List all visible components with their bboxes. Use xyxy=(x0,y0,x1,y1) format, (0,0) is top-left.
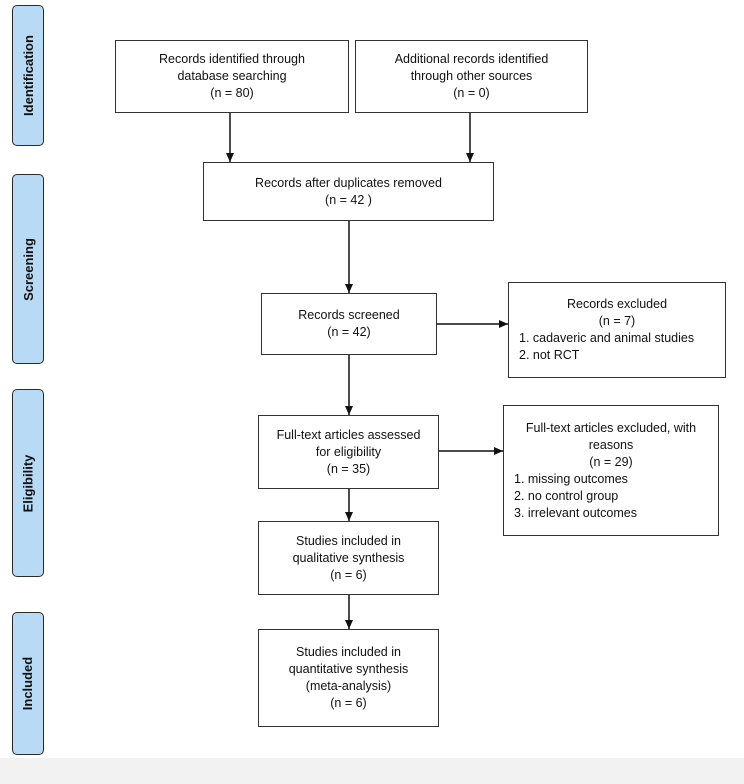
box-db-line1: Records identified through xyxy=(159,52,305,66)
box-screened-count: (n = 42) xyxy=(327,325,371,339)
fulltext-excluded-reason-item: 1. missing outcomes xyxy=(514,471,628,486)
box-records-screened: Records screened (n = 42) xyxy=(261,293,437,355)
phase-included: Included xyxy=(12,612,44,755)
phase-identification: Identification xyxy=(12,5,44,146)
box-other-count: (n = 0) xyxy=(453,86,490,100)
box-quant-line1: Studies included in xyxy=(296,645,401,659)
excluded-reason-item: 1. cadaveric and animal studies xyxy=(519,331,695,345)
box-db-count: (n = 80) xyxy=(210,86,254,100)
phase-screening: Screening xyxy=(12,174,44,364)
excluded-reason-item: 2. not RCT xyxy=(519,348,580,362)
box-qual-line2: qualitative synthesis xyxy=(292,550,405,565)
excluded-reasons-list: 1. cadaveric and animal studies 2. not R… xyxy=(519,330,694,364)
box-database-searching: Records identified through database sear… xyxy=(115,40,349,113)
box-fulltext-line1: Full-text articles assessed xyxy=(276,427,421,442)
box-quantitative-synthesis: Studies included in quantitative synthes… xyxy=(258,629,439,727)
box-excluded-line1: Records excluded xyxy=(566,297,668,311)
box-fulltext-assessed: Full-text articles assessed for eligibil… xyxy=(258,415,439,489)
box-duplicates-removed: Records after duplicates removed (n = 42… xyxy=(203,162,494,221)
box-qual-count: (n = 6) xyxy=(330,567,367,582)
box-ftexcluded-line1: Full-text articles excluded, with xyxy=(525,420,697,435)
box-ftexcluded-line2: reasons xyxy=(588,437,634,452)
box-other-sources: Additional records identified through ot… xyxy=(355,40,588,113)
box-quant-line2: quantitative synthesis xyxy=(288,662,409,676)
box-qual-line1: Studies included in xyxy=(296,533,401,548)
box-fulltext-line2: for eligibility xyxy=(315,444,382,459)
box-fulltext-count: (n = 35) xyxy=(326,461,371,476)
box-other-line2: through other sources xyxy=(410,69,533,83)
bottom-strip xyxy=(0,758,744,784)
box-dup-line1: Records after duplicates removed xyxy=(255,175,442,190)
box-excluded-count: (n = 7) xyxy=(598,314,636,328)
fulltext-excluded-reason-item: 2. no control group xyxy=(514,488,619,503)
box-qualitative-synthesis: Studies included in qualitative synthesi… xyxy=(258,521,439,595)
box-other-line1: Additional records identified xyxy=(394,52,549,66)
box-quant-count: (n = 6) xyxy=(330,696,367,710)
fulltext-excluded-reason-item: 3. irrelevant outcomes xyxy=(514,505,637,520)
box-ftexcluded-count: (n = 29) xyxy=(589,454,633,469)
fulltext-excluded-reasons-list: 1. missing outcomes 2. no control group … xyxy=(514,471,637,522)
box-fulltext-excluded: Full-text articles excluded, with reason… xyxy=(503,405,719,536)
box-quant-line3: (meta-analysis) xyxy=(305,679,392,693)
box-records-excluded: Records excluded (n = 7) 1. cadaveric an… xyxy=(508,282,726,378)
box-screened-line1: Records screened xyxy=(298,308,400,322)
box-db-line2: database searching xyxy=(177,69,287,83)
box-dup-count: (n = 42 ) xyxy=(325,192,372,207)
phase-eligibility: Eligibility xyxy=(12,389,44,577)
